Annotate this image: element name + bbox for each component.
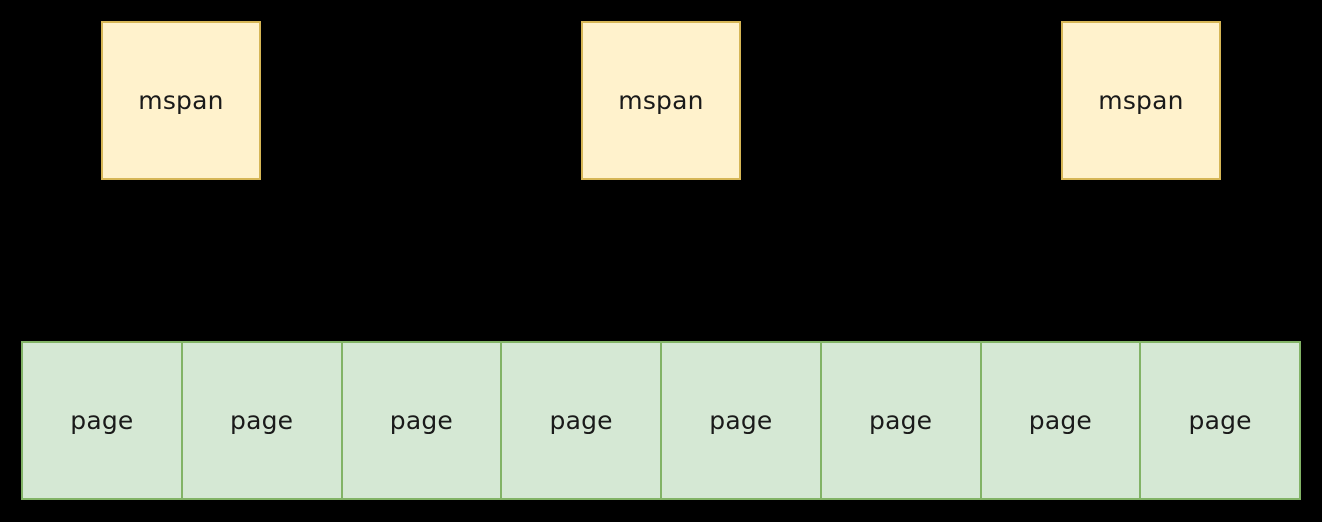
page-row: page page page page page page page page bbox=[21, 341, 1301, 500]
page-cell: page bbox=[821, 343, 982, 498]
mspan-box-label: mspan bbox=[1098, 86, 1184, 115]
page-cell-label: page bbox=[230, 406, 294, 435]
page-cell: page bbox=[182, 343, 343, 498]
mspan-box: mspan bbox=[1061, 21, 1221, 180]
page-cell: page bbox=[662, 343, 822, 498]
mspan-box: mspan bbox=[101, 21, 261, 180]
page-cell: page bbox=[342, 343, 503, 498]
page-cell-label: page bbox=[1188, 406, 1252, 435]
page-cell-label: page bbox=[549, 406, 613, 435]
mspan-box-label: mspan bbox=[138, 86, 224, 115]
mspan-box-label: mspan bbox=[618, 86, 704, 115]
page-cell: page bbox=[502, 343, 662, 498]
page-cell-label: page bbox=[1028, 406, 1092, 435]
page-cell: page bbox=[981, 343, 1142, 498]
page-cell-label: page bbox=[709, 406, 773, 435]
page-cell-label: page bbox=[869, 406, 933, 435]
page-cell: page bbox=[1141, 343, 1299, 498]
page-cell: page bbox=[23, 343, 183, 498]
page-cell-label: page bbox=[70, 406, 134, 435]
mspan-box: mspan bbox=[581, 21, 741, 180]
page-cell-label: page bbox=[389, 406, 453, 435]
